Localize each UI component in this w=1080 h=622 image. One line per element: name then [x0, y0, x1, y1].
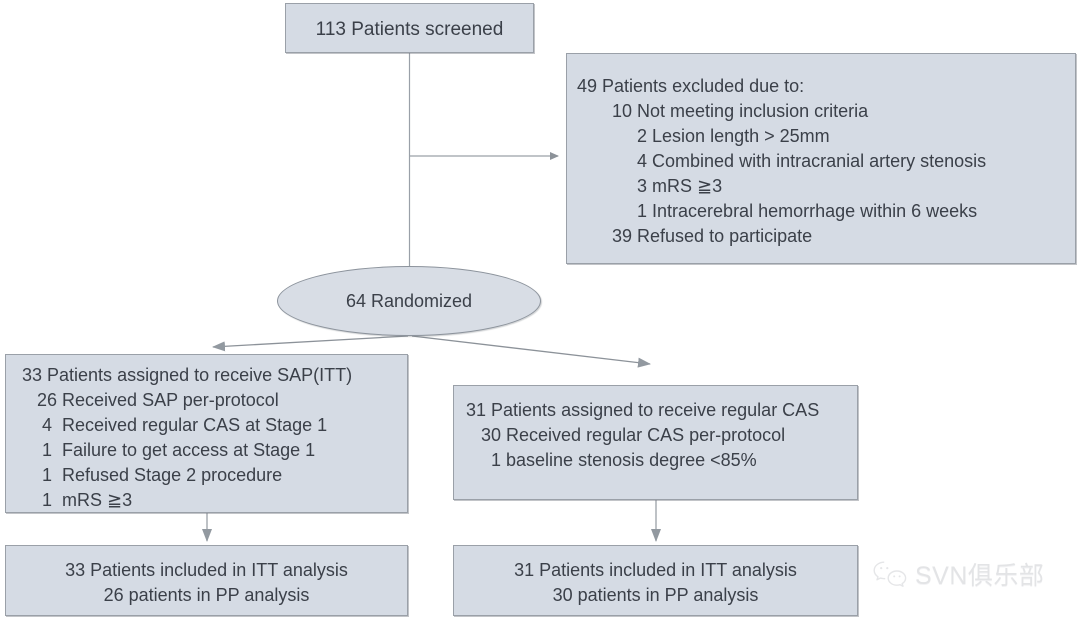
watermark-label: SVN俱乐部	[915, 562, 1045, 590]
screened-box-text: 113 Patients screened	[315, 19, 504, 40]
sap-arm-line-4: 1 Failure to get access at Stage 1	[22, 440, 316, 460]
cas-analysis-box: 31 Patients included in ITT analysis 30 …	[453, 545, 858, 616]
sap-arm-box: 33 Patients assigned to receive SAP(ITT)…	[5, 354, 408, 513]
sap-arm-line-6: 1 mRS ≧3	[22, 490, 133, 510]
sap-analysis-box: 33 Patients included in ITT analysis 26 …	[5, 545, 408, 616]
randomized-ellipse: 64 Randomized	[277, 266, 541, 336]
sap-analysis-line-2: 26 patients in PP analysis	[103, 585, 310, 605]
sap-analysis-line-1: 33 Patients included in ITT analysis	[65, 560, 348, 580]
cas-arm-line-1: 31 Patients assigned to receive regular …	[466, 400, 820, 420]
excluded-box-line-6: 1 Intracerebral hemorrhage within 6 week…	[577, 201, 978, 221]
edge-randomized-to-sap-arm	[212, 335, 409, 352]
screened-box: 113 Patients screened	[285, 3, 534, 53]
edge-randomized-to-cas-arm	[411, 335, 651, 368]
excluded-box-line-4: 4 Combined with intracranial artery sten…	[577, 151, 987, 171]
excluded-box: 49 Patients excluded due to: 10 Not meet…	[566, 53, 1076, 264]
cas-analysis-line-1: 31 Patients included in ITT analysis	[514, 560, 797, 580]
excluded-box-line-1: 49 Patients excluded due to:	[577, 76, 805, 96]
cas-arm-line-3: 1 baseline stenosis degree <85%	[466, 450, 757, 470]
sap-arm-line-1: 33 Patients assigned to receive SAP(ITT)	[22, 365, 353, 385]
wechat-icon	[872, 559, 908, 589]
cas-arm-box: 31 Patients assigned to receive regular …	[453, 385, 858, 500]
sap-arm-line-2: 26 Received SAP per-protocol	[22, 390, 279, 410]
watermark: SVN俱乐部	[872, 556, 1044, 592]
cas-arm-line-2: 30 Received regular CAS per-protocol	[466, 425, 786, 445]
excluded-box-line-2: 10 Not meeting inclusion criteria	[577, 101, 869, 121]
excluded-box-line-5: 3 mRS ≧3	[577, 176, 723, 196]
sap-arm-line-3: 4 Received regular CAS at Stage 1	[22, 415, 328, 435]
sap-arm-line-5: 1 Refused Stage 2 procedure	[22, 465, 283, 485]
randomized-ellipse-text: 64 Randomized	[345, 290, 473, 311]
excluded-box-line-3: 2 Lesion length > 25mm	[577, 126, 830, 146]
cas-analysis-line-2: 30 patients in PP analysis	[552, 585, 759, 605]
excluded-box-line-7: 39 Refused to participate	[577, 226, 813, 246]
